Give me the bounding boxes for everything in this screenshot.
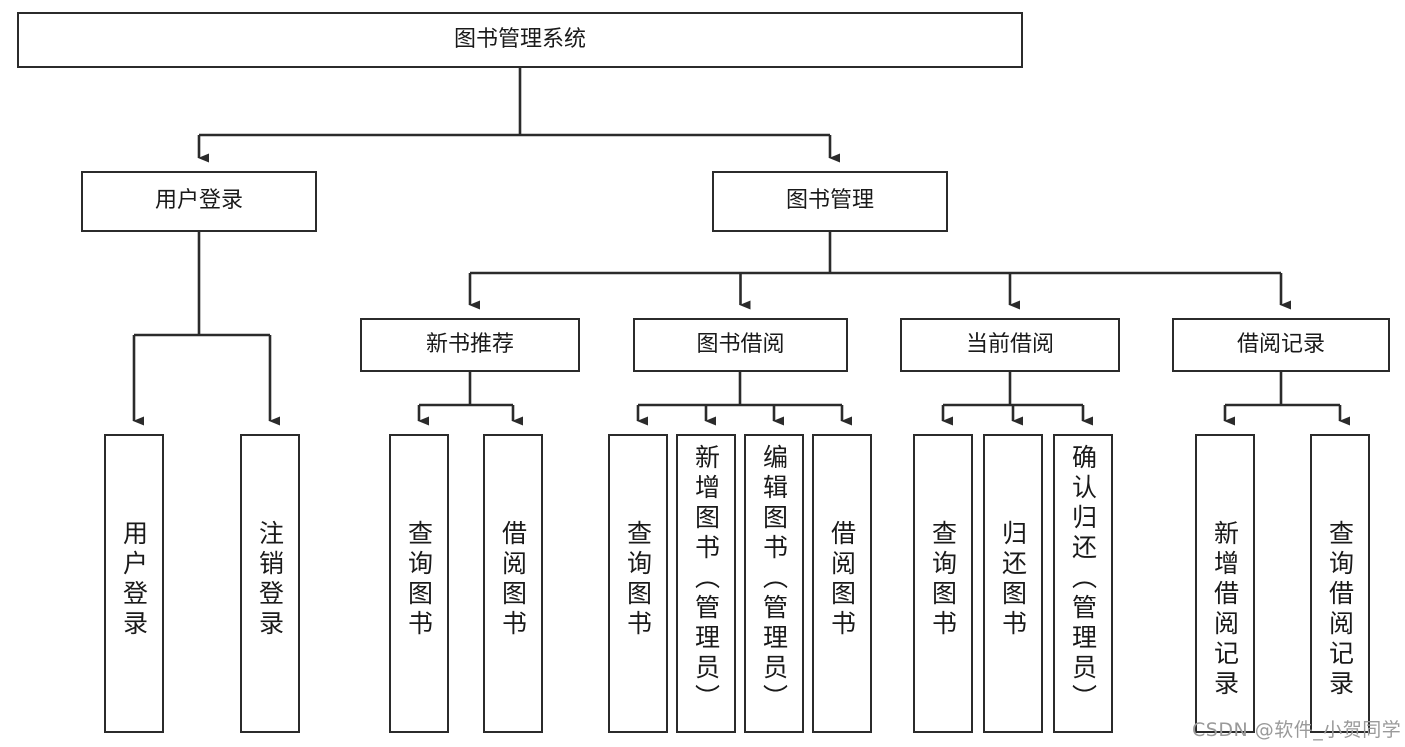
node-level3-3[interactable]: 借阅记录 bbox=[1172, 318, 1390, 372]
node-label: 归还图书 bbox=[998, 520, 1028, 640]
node-root[interactable]: 图书管理系统 bbox=[17, 12, 1023, 68]
node-label: 查询借阅记录 bbox=[1325, 520, 1355, 700]
node-leaf-0[interactable]: 用户登录 bbox=[104, 434, 164, 733]
node-label: 图书管理 bbox=[785, 188, 874, 214]
node-label: 新增借阅记录 bbox=[1210, 520, 1240, 700]
node-label: 借阅记录 bbox=[1236, 331, 1325, 357]
node-level2-0[interactable]: 用户登录 bbox=[81, 171, 317, 232]
node-label: 注销登录 bbox=[255, 520, 285, 640]
node-label: 当前借阅 bbox=[965, 331, 1054, 357]
node-leaf-8[interactable]: 查询图书 bbox=[913, 434, 973, 733]
node-label: 借阅图书 bbox=[827, 520, 857, 640]
node-leaf-5[interactable]: 新增图书（管理员） bbox=[676, 434, 736, 733]
node-leaf-2[interactable]: 查询图书 bbox=[389, 434, 449, 733]
node-level3-1[interactable]: 图书借阅 bbox=[633, 318, 848, 372]
watermark-label: CSDN @软件_小贺同学 bbox=[1192, 719, 1402, 741]
node-level2-1[interactable]: 图书管理 bbox=[712, 171, 948, 232]
node-label: 借阅图书 bbox=[498, 520, 528, 640]
node-level3-2[interactable]: 当前借阅 bbox=[900, 318, 1120, 372]
node-label: 新书推荐 bbox=[425, 331, 514, 357]
node-label: 新增图书（管理员） bbox=[691, 444, 721, 714]
node-leaf-9[interactable]: 归还图书 bbox=[983, 434, 1043, 733]
node-label: 确认归还（管理员） bbox=[1068, 444, 1098, 714]
node-leaf-3[interactable]: 借阅图书 bbox=[483, 434, 543, 733]
node-leaf-11[interactable]: 新增借阅记录 bbox=[1195, 434, 1255, 733]
node-label: 图书管理系统 bbox=[453, 26, 586, 52]
node-level3-0[interactable]: 新书推荐 bbox=[360, 318, 580, 372]
node-label: 查询图书 bbox=[623, 520, 653, 640]
node-label: 查询图书 bbox=[404, 520, 434, 640]
node-label: 查询图书 bbox=[928, 520, 958, 640]
node-label: 用户登录 bbox=[119, 520, 149, 640]
node-leaf-10[interactable]: 确认归还（管理员） bbox=[1053, 434, 1113, 733]
node-leaf-12[interactable]: 查询借阅记录 bbox=[1310, 434, 1370, 733]
node-label: 图书借阅 bbox=[696, 331, 785, 357]
node-leaf-1[interactable]: 注销登录 bbox=[240, 434, 300, 733]
node-label: 编辑图书（管理员） bbox=[759, 444, 789, 714]
node-leaf-4[interactable]: 查询图书 bbox=[608, 434, 668, 733]
node-label: 用户登录 bbox=[154, 188, 243, 214]
node-leaf-7[interactable]: 借阅图书 bbox=[812, 434, 872, 733]
node-leaf-6[interactable]: 编辑图书（管理员） bbox=[744, 434, 804, 733]
